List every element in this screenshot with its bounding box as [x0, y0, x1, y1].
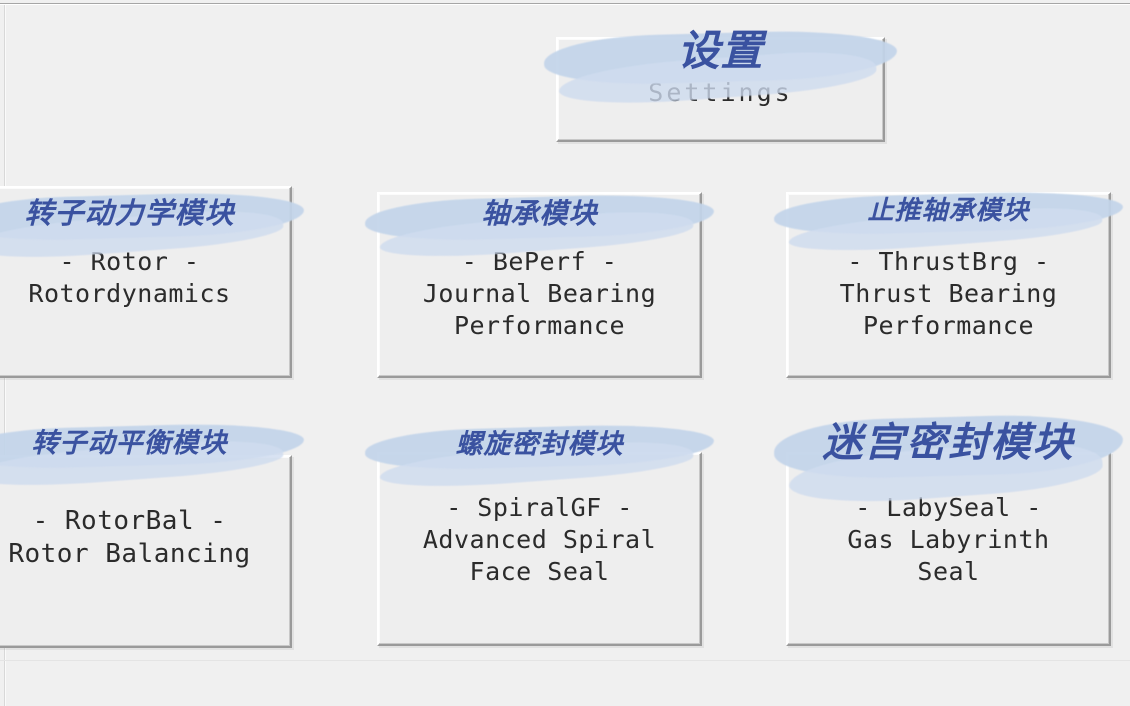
module-desc-line: Journal Bearing Performance [422, 279, 657, 340]
module-caption: - RotorBal - Rotor Balancing [0, 505, 290, 572]
module-chinese-title: 迷宫密封模块 [773, 410, 1124, 481]
settings-button[interactable]: 设置 Settings [543, 26, 898, 142]
module-desc-line: Gas Labyrinth Seal [847, 525, 1050, 586]
module-caption: - Rotor - Rotordynamics [0, 246, 290, 310]
settings-chinese-label: 设置 [677, 26, 764, 75]
module-code-line: - Rotor - [59, 247, 200, 276]
module-chinese-label: 转子动力学模块 [24, 196, 235, 230]
module-caption: - SpiralGF - Advanced Spiral Face Seal [379, 492, 700, 588]
brush-highlight [364, 191, 715, 243]
brush-highlight [364, 421, 715, 472]
module-desc-line: Rotor Balancing [8, 539, 251, 570]
module-caption: - BePerf - Journal Bearing Performance [379, 246, 700, 342]
module-chinese-label: 转子动平衡模块 [31, 428, 228, 459]
module-code-line: - LabySeal - [855, 493, 1042, 522]
module-code-line: - BePerf - [461, 247, 618, 276]
module-code-line: - RotorBal - [32, 506, 227, 536]
brush-highlight [0, 420, 305, 471]
window-top-groove-dark [0, 3, 1130, 4]
module-chinese-label: 迷宫密封模块 [822, 420, 1075, 466]
module-chinese-label: 轴承模块 [481, 197, 598, 230]
settings-english-label: Settings [648, 78, 793, 107]
module-chinese-title: 转子动力学模块 [0, 190, 305, 243]
module-chinese-title: 螺旋密封模块 [364, 421, 715, 472]
brush-highlight [0, 190, 305, 243]
module-caption: - ThrustBrg - Thrust Bearing Performance [788, 246, 1109, 342]
module-chinese-title: 轴承模块 [364, 191, 715, 243]
module-card-labyseal[interactable]: 迷宫密封模块 - LabySeal - Gas Labyrinth Seal [773, 412, 1124, 646]
brush-highlight [773, 189, 1124, 238]
module-code-line: - ThrustBrg - [847, 247, 1050, 276]
module-card-spiralgf[interactable]: 螺旋密封模块 - SpiralGF - Advanced Spiral Face… [364, 421, 715, 646]
window-top-groove-light [0, 4, 1130, 5]
module-card-rotorbal[interactable]: 转子动平衡模块 - RotorBal - Rotor Balancing [0, 420, 305, 648]
settings-chinese-title: 设置 [543, 17, 898, 87]
module-chinese-title: 转子动平衡模块 [0, 420, 305, 471]
module-desc-line: Rotordynamics [28, 279, 231, 308]
module-chinese-label: 螺旋密封模块 [455, 429, 624, 460]
module-card-rotor[interactable]: 转子动力学模块 - Rotor - Rotordynamics [0, 186, 305, 378]
module-code-line: - SpiralGF - [446, 493, 633, 522]
module-caption: - LabySeal - Gas Labyrinth Seal [788, 492, 1109, 588]
module-card-thrustbrg[interactable]: 止推轴承模块 - ThrustBrg - Thrust Bearing Perf… [773, 189, 1124, 378]
brush-highlight [773, 412, 1124, 481]
module-desc-line: Advanced Spiral Face Seal [422, 525, 657, 586]
module-chinese-title: 止推轴承模块 [773, 189, 1124, 238]
module-chinese-label: 止推轴承模块 [867, 196, 1030, 226]
brush-highlight [543, 27, 898, 87]
module-card-beperf[interactable]: 轴承模块 - BePerf - Journal Bearing Performa… [364, 191, 715, 378]
module-desc-line: Thrust Bearing Performance [839, 279, 1058, 340]
window-bottom-groove [0, 660, 1130, 661]
